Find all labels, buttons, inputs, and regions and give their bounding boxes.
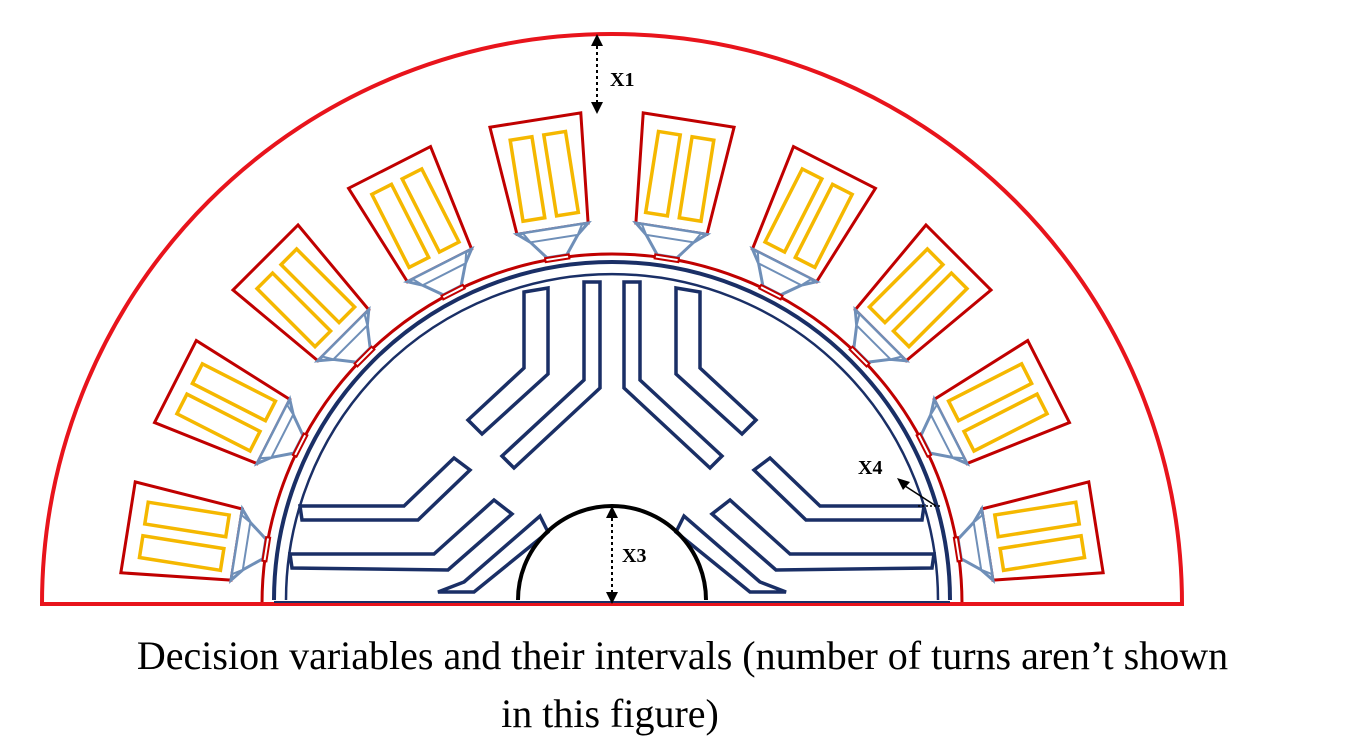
stator-slot — [346, 144, 475, 301]
dimension-x3: X3 — [606, 506, 646, 604]
label-x3: X3 — [622, 545, 646, 567]
stator-slot — [749, 144, 878, 301]
rotor-outer-boundary — [272, 260, 952, 601]
stator-slot — [632, 111, 736, 264]
flux-barrier — [673, 513, 787, 594]
motor-cross-section-diagram: X1 X3 X4 — [39, 32, 1185, 606]
label-x4: X4 — [858, 457, 882, 479]
flux-barrier — [287, 497, 515, 572]
flux-barrier — [751, 455, 927, 522]
rotor-flux-barriers — [287, 280, 937, 594]
caption-line-2: in this figure) — [501, 691, 719, 736]
flux-barrier — [465, 285, 550, 437]
rotor-inner-ring — [284, 272, 940, 601]
stator-slot — [152, 338, 309, 467]
stator-slot — [119, 480, 272, 584]
flux-barrier — [709, 497, 937, 572]
caption-line-1: Decision variables and their intervals (… — [136, 633, 1229, 678]
flux-barrier — [437, 513, 551, 594]
label-x1: X1 — [610, 69, 634, 91]
flux-barrier — [622, 280, 725, 471]
stator-slot — [488, 111, 592, 264]
flux-barrier — [674, 285, 759, 437]
flux-barrier — [297, 455, 473, 522]
stator-outer-boundary — [39, 32, 1185, 606]
stator-slot — [915, 338, 1072, 467]
stator-slot — [848, 222, 994, 368]
stator-slot — [230, 222, 376, 368]
flux-barrier — [499, 280, 602, 471]
stator-slot — [952, 480, 1105, 584]
dimension-x1: X1 — [591, 34, 634, 114]
stator-slots — [119, 111, 1105, 584]
dimension-x4: X4 — [858, 457, 940, 507]
